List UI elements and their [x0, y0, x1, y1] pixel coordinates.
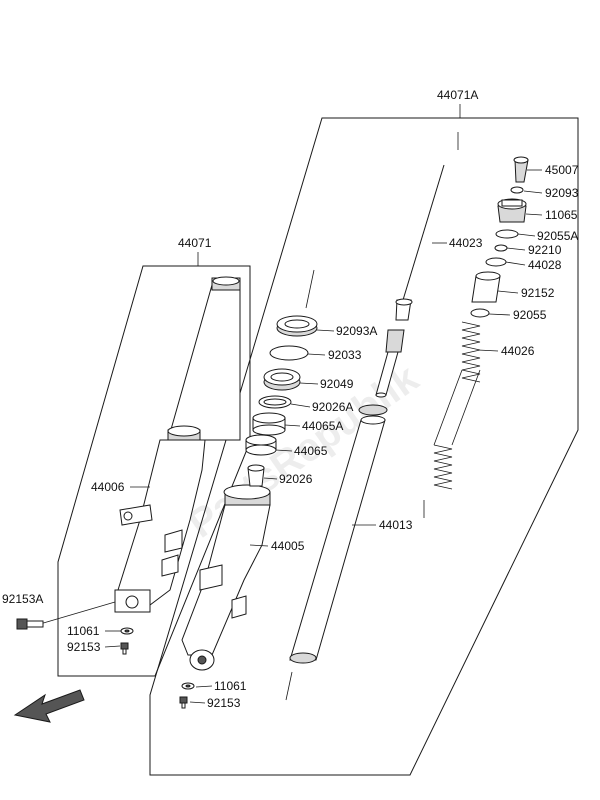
part-labels: 44071A 44071 45007 92093 11065 92055A 92…: [2, 88, 579, 710]
label-92153-left: 92153: [67, 640, 101, 654]
bolt-92153-lower: [179, 696, 188, 709]
dust-seal-92093a: [276, 315, 318, 337]
washer-11061-lower: [181, 682, 195, 690]
label-45007: 45007: [545, 163, 579, 177]
label-44026: 44026: [501, 344, 535, 358]
bushing-44065a: [252, 412, 286, 436]
cap-45007: [513, 156, 529, 183]
label-44065a: 44065A: [302, 419, 343, 433]
inner-tube-44013: [289, 404, 388, 664]
seal-guide-top: [305, 269, 315, 309]
label-44005: 44005: [271, 539, 305, 553]
leader-lines: [104, 169, 543, 704]
label-11065: 11065: [545, 208, 578, 222]
spring-44026: [433, 321, 481, 490]
assembly-frame-44071: [57, 265, 251, 677]
nut-92210: [494, 244, 508, 252]
slider-44005: [181, 484, 271, 671]
label-44013: 44013: [379, 518, 413, 532]
label-92093a: 92093A: [336, 324, 377, 338]
bolt-92153-left: [120, 642, 129, 655]
label-92210: 92210: [528, 243, 562, 257]
washer-92055: [470, 308, 490, 318]
label-44071: 44071: [178, 236, 212, 250]
assembly-frame-44071a: [149, 117, 579, 776]
collar-92152: [471, 271, 501, 303]
front-direction-arrow-icon: [13, 689, 85, 723]
label-11061-lower: 11061: [214, 679, 247, 693]
label-44006: 44006: [91, 480, 125, 494]
clip-92033: [269, 345, 309, 361]
o-ring-92055a: [495, 229, 519, 239]
damper-rod-44023: [375, 164, 445, 398]
washer-11061-left: [120, 627, 134, 635]
label-92153-lower: 92153: [207, 696, 241, 710]
label-92055: 92055: [513, 308, 547, 322]
label-92152: 92152: [521, 286, 555, 300]
label-44065: 44065: [294, 444, 328, 458]
outer-tube-44006: [114, 276, 241, 613]
bushing-44065: [245, 434, 277, 456]
label-92153a: 92153A: [2, 592, 43, 606]
label-44023: 44023: [449, 236, 483, 250]
washer-92026a: [258, 395, 292, 409]
label-92033: 92033: [328, 348, 362, 362]
label-92026a: 92026A: [312, 400, 353, 414]
oil-seal-92049: [263, 368, 301, 391]
seal-guide-bottom: [285, 671, 293, 701]
label-92026: 92026: [279, 472, 313, 486]
label-44028: 44028: [528, 258, 562, 272]
label-44071a: 44071A: [437, 88, 478, 102]
label-92093: 92093: [545, 186, 579, 200]
bolt-92153a: [16, 601, 116, 630]
plate-44028: [485, 257, 507, 267]
cap-bolt-11065: [497, 198, 527, 223]
label-11061-left: 11061: [67, 624, 100, 638]
piece-92026: [247, 464, 265, 487]
label-92049: 92049: [320, 377, 354, 391]
o-ring-92093: [510, 186, 524, 194]
label-92055a: 92055A: [537, 229, 578, 243]
